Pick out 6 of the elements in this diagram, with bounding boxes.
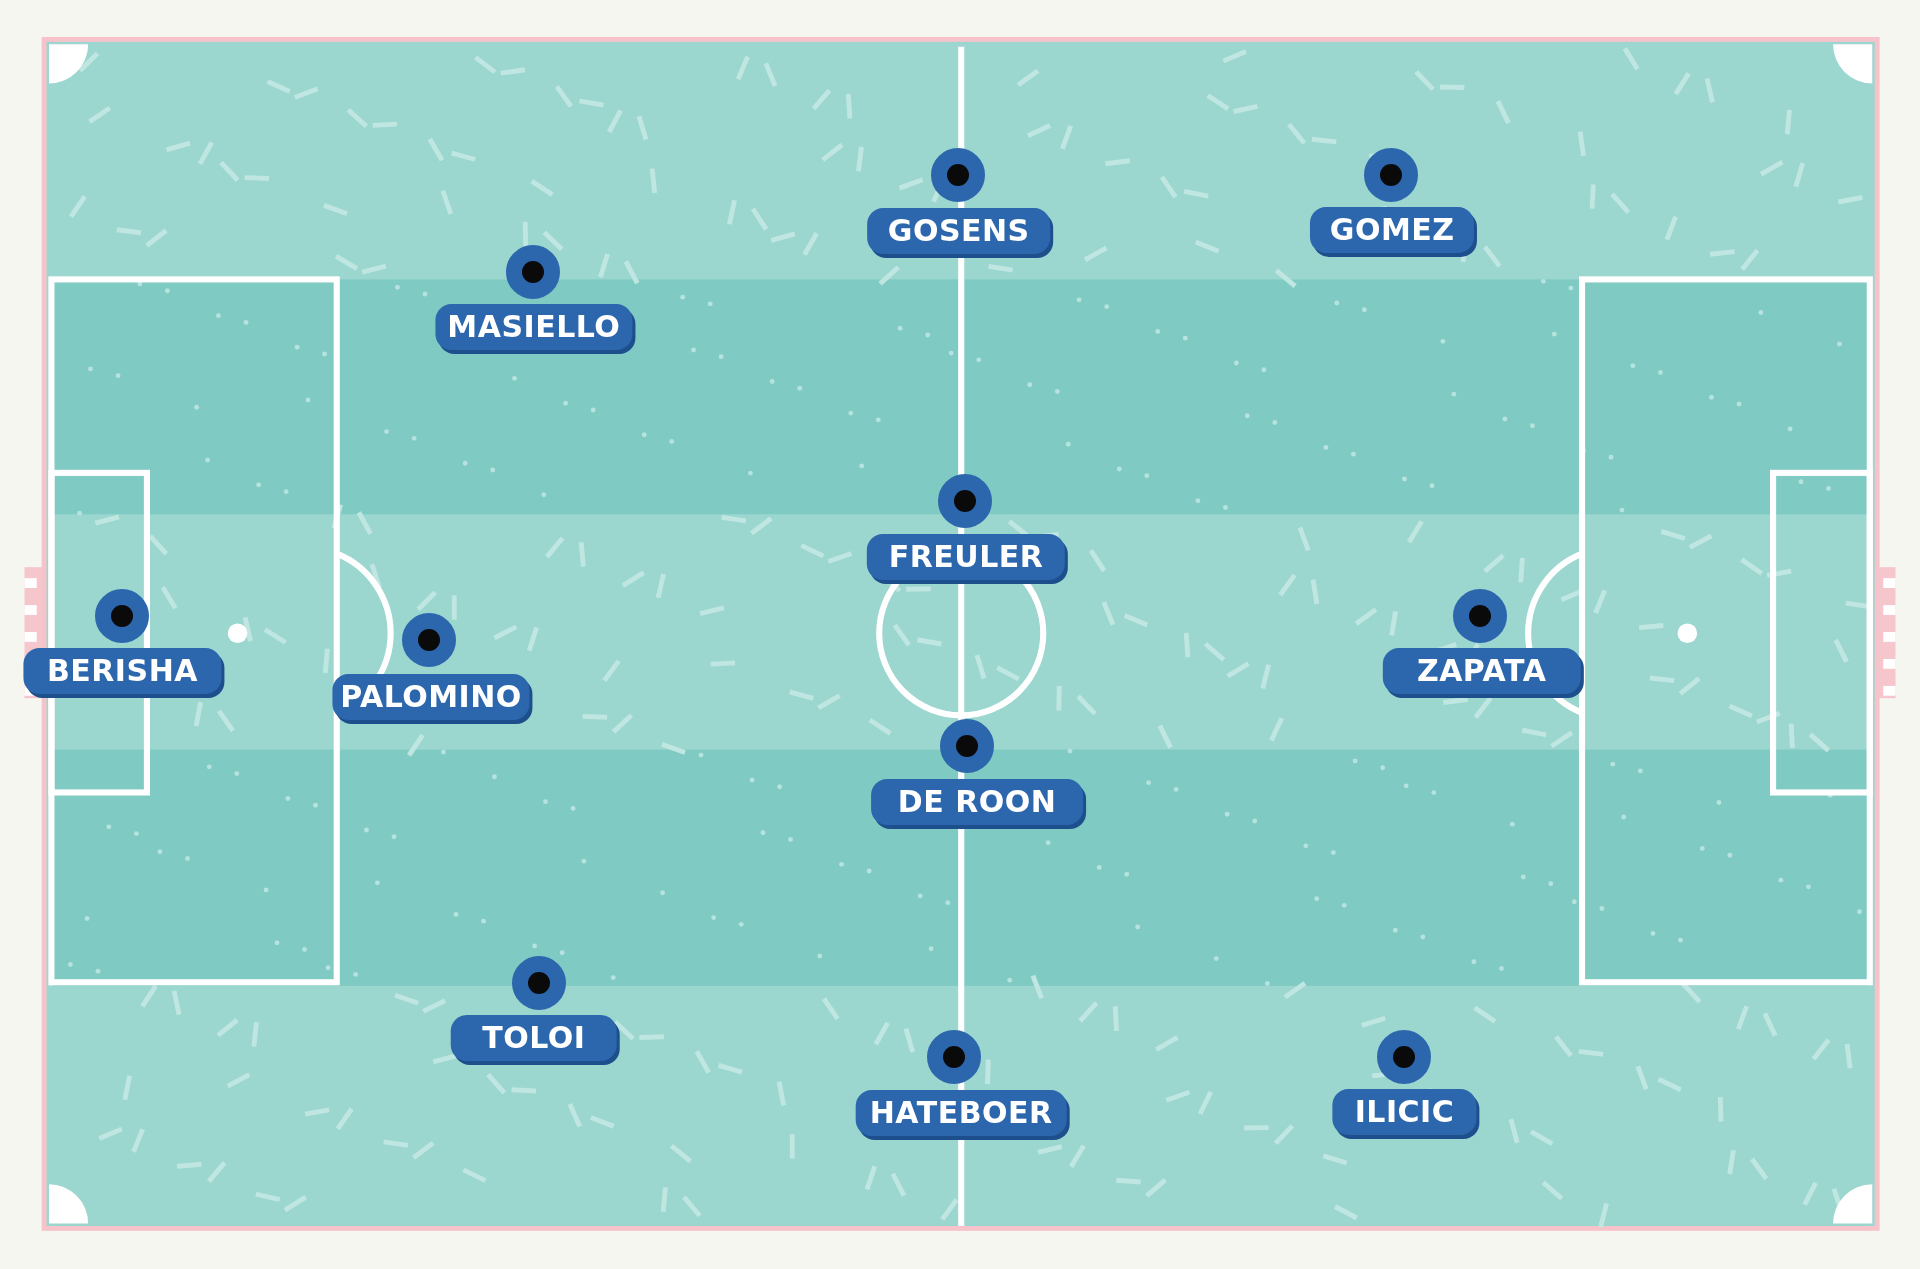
player-name-tag: DE ROON: [871, 779, 1084, 826]
player-name-tag: HATEBOER: [855, 1090, 1067, 1137]
player-name-tag: FREULER: [866, 534, 1066, 581]
player-name-tag: TOLOI: [450, 1015, 618, 1062]
player-name-tag: GOSENS: [866, 208, 1051, 255]
player-name-tag: GOMEZ: [1310, 207, 1475, 254]
